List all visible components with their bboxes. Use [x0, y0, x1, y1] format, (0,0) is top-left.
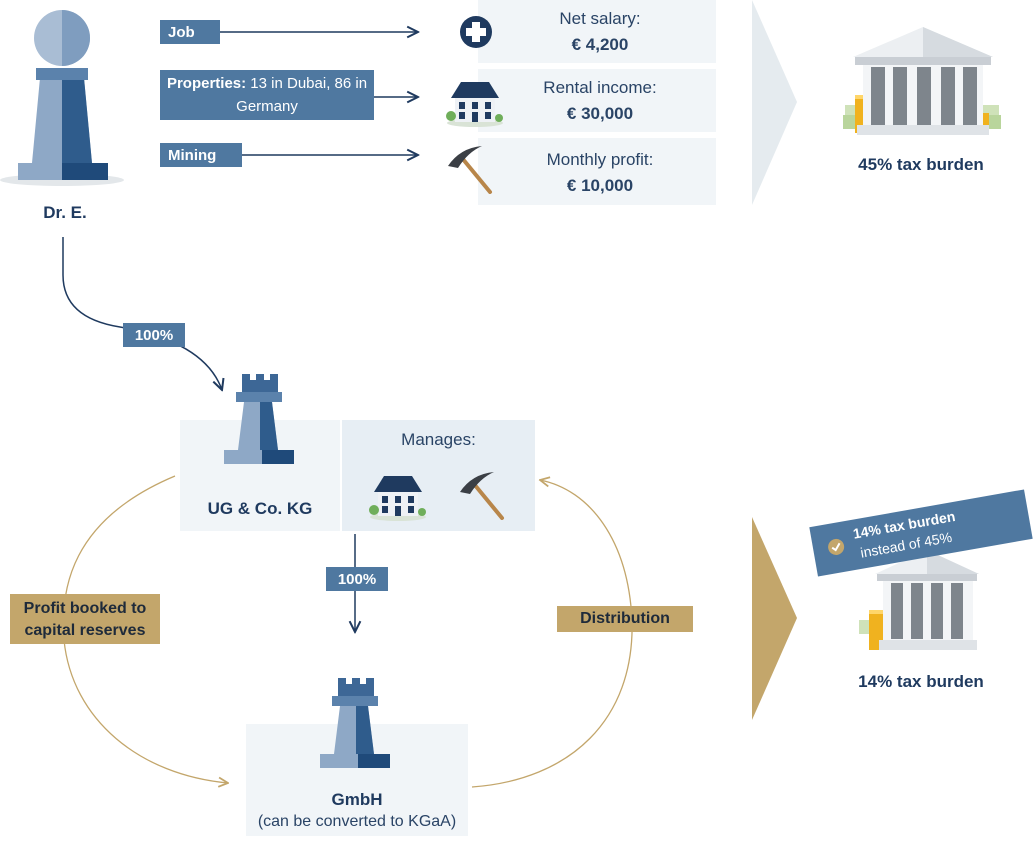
ug-name: UG & Co. KG: [207, 499, 313, 518]
house-icon-ug: [369, 476, 426, 521]
profit-value: € 10,000: [566, 176, 634, 195]
properties-tag-bold: Properties:: [166, 75, 247, 92]
pawn-icon: [0, 10, 124, 186]
pickaxe-icon-ug: [460, 472, 504, 520]
salary-label-block: Net salary: € 4,200: [500, 6, 700, 58]
distribution-label: Distribution: [557, 606, 693, 632]
gmbh-note: (can be converted to KGaA): [257, 813, 457, 830]
gmbh-name: GmbH: [331, 790, 383, 809]
rental-panel: [478, 69, 716, 132]
rental-label-block: Rental income: € 30,000: [500, 75, 700, 127]
salary-value: € 4,200: [571, 35, 629, 54]
checkmark-icon: [828, 538, 845, 555]
person-name: Dr. E.: [43, 203, 87, 222]
medical-cross-icon: [460, 16, 492, 48]
mining-tag: Mining: [160, 143, 242, 167]
rook-icon-ug: [224, 374, 294, 464]
ownership-top-label: 100%: [123, 323, 185, 347]
rental-label: Rental income:: [543, 78, 657, 97]
salary-label: Net salary:: [559, 9, 641, 28]
salary-panel: [478, 0, 716, 63]
profit-label: Monthly profit:: [546, 150, 654, 169]
rental-value: € 30,000: [566, 104, 634, 123]
manages-label: Manages:: [401, 430, 476, 449]
house-icon: [446, 82, 503, 127]
profit-panel: [478, 138, 716, 205]
top-chevron: [752, 0, 797, 205]
bottom-chevron: [752, 517, 797, 720]
properties-tag: Properties: 13 in Dubai, 86 in Germany: [160, 70, 374, 120]
job-tag: Job: [160, 20, 220, 44]
profit-label-block: Monthly profit: € 10,000: [500, 147, 700, 199]
ownership-mid-label: 100%: [326, 567, 388, 591]
tax-bottom-caption: 14% tax burden: [858, 672, 984, 691]
pickaxe-icon: [448, 146, 492, 194]
ownership-arrow-top: [62, 237, 222, 390]
properties-tag-rest: 13 in Dubai, 86 in Germany: [236, 75, 368, 115]
rook-icon-gmbh: [320, 678, 390, 768]
tax-bottom-banner: 14% tax burden instead of 45%: [809, 489, 1033, 577]
bank-icon-top: [843, 27, 1001, 135]
tax-top-caption: 45% tax burden: [858, 155, 984, 174]
reserves-label: Profit booked to capital reserves: [10, 594, 160, 644]
bank-icon-bottom: [859, 550, 979, 650]
